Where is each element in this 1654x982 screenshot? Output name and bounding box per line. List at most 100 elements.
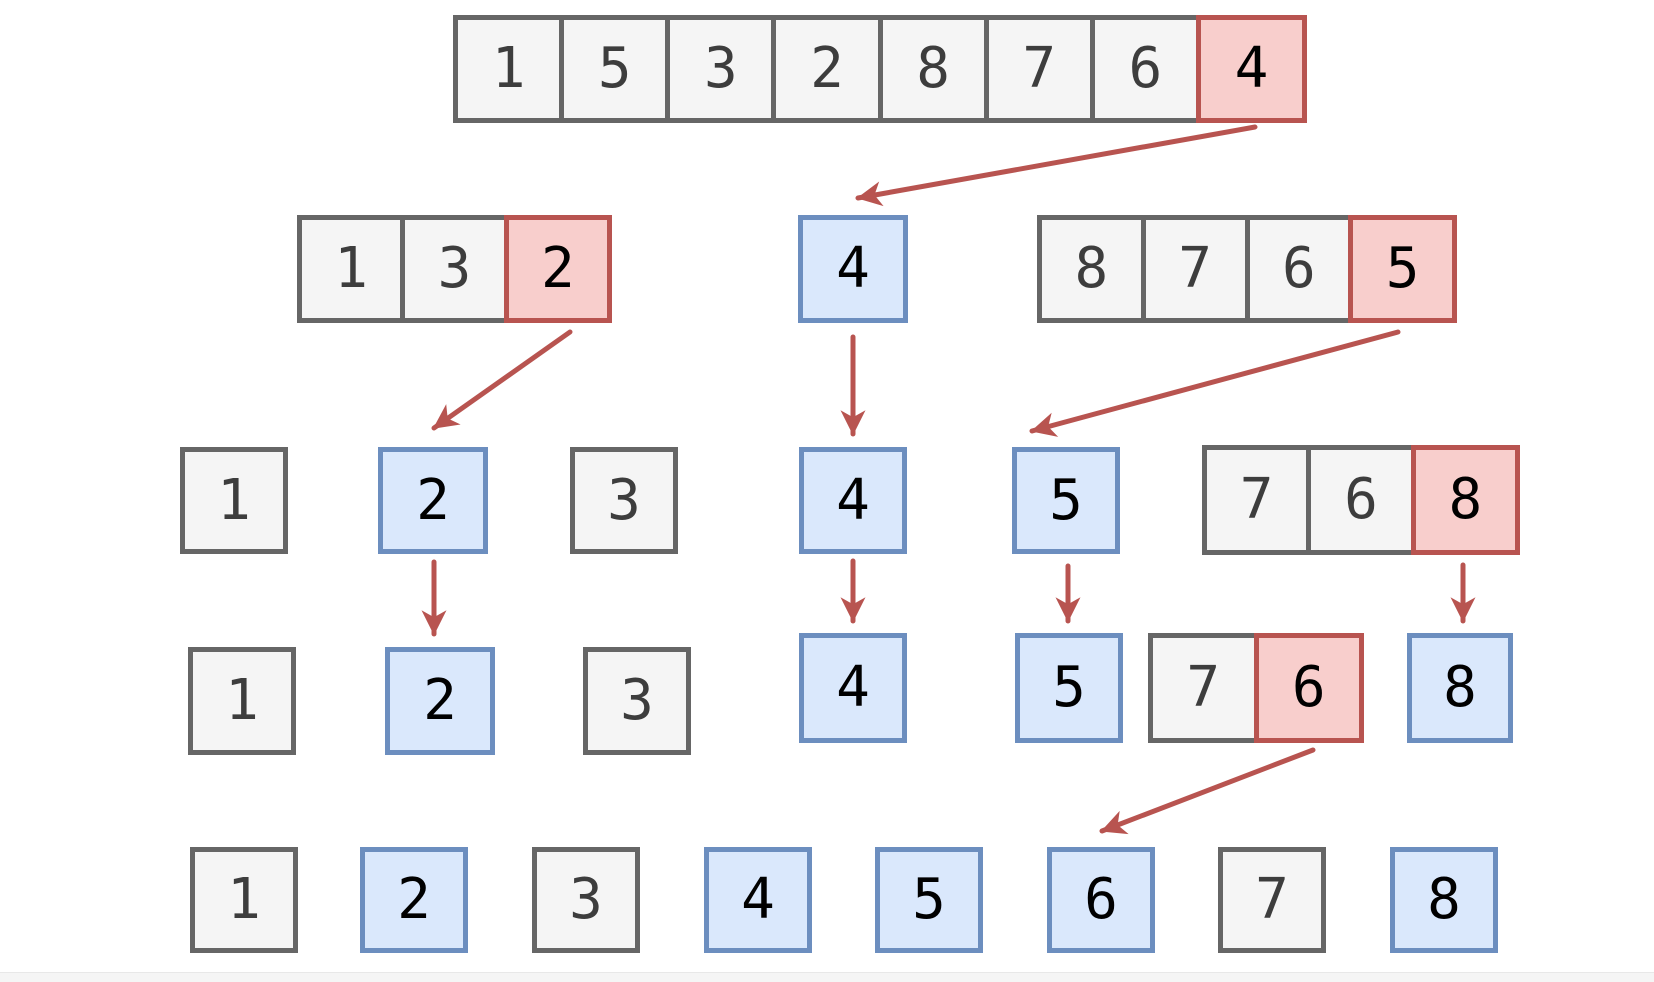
- cell-value: 7: [1022, 36, 1057, 101]
- cell-8: 8: [877, 15, 989, 123]
- cell-value: 8: [1074, 236, 1109, 301]
- cell-value: 5: [597, 36, 632, 101]
- cell-value: 4: [836, 655, 870, 720]
- row5-box-4: 4: [704, 847, 812, 953]
- cell-6: 6: [1244, 215, 1354, 323]
- cell-value: 6: [1291, 655, 1326, 720]
- cell-value: 6: [1282, 236, 1316, 301]
- row4-box-1: 1: [188, 647, 296, 755]
- cell-5-sorted: 5: [875, 847, 983, 953]
- arrow-row2-2-to-row3-2: [431, 329, 573, 431]
- row5-box-8: 8: [1390, 847, 1498, 953]
- row4-box-4: 4: [799, 633, 907, 743]
- cell-8-pivot: 8: [1410, 445, 1520, 555]
- cell-4-pivot: 4: [1195, 15, 1307, 123]
- row5-box-6: 6: [1047, 847, 1155, 953]
- cell-5-pivot: 5: [1348, 215, 1457, 323]
- cell-value: 5: [1052, 655, 1086, 720]
- cell-value: 2: [810, 36, 844, 101]
- cell-value: 8: [916, 36, 950, 101]
- row2-left-array: 1 3 2: [297, 215, 612, 323]
- cell-value: 3: [703, 36, 738, 101]
- cell-value: 1: [217, 467, 251, 533]
- cell-value: 4: [741, 867, 775, 932]
- cell-7: 7: [1148, 633, 1259, 743]
- cell-5: 5: [559, 15, 671, 123]
- cell-1: 1: [180, 447, 288, 554]
- cell-7: 7: [1218, 847, 1326, 953]
- cell-8-sorted: 8: [1407, 633, 1513, 743]
- cell-value: 1: [225, 668, 259, 733]
- cell-value: 3: [607, 467, 641, 533]
- cell-4-sorted: 4: [799, 633, 907, 743]
- row4-pair-array: 7 6: [1148, 633, 1364, 743]
- cell-3: 3: [532, 847, 640, 953]
- bottom-edge-bar: [0, 972, 1654, 982]
- arrow-row4-6-to-row5-6: [1099, 747, 1316, 835]
- arrow-row2-5-to-row3-5: [1029, 329, 1401, 437]
- row5-box-7: 7: [1218, 847, 1326, 953]
- cell-7: 7: [983, 15, 1095, 123]
- row5-box-2: 2: [360, 847, 468, 953]
- row4-box-3: 3: [583, 647, 691, 755]
- cell-2-sorted: 2: [385, 647, 495, 755]
- cell-value: 1: [334, 236, 369, 301]
- row4-box-5: 5: [1015, 633, 1123, 743]
- row3-box-3: 3: [570, 447, 678, 554]
- cell-value: 3: [620, 668, 654, 733]
- row1-array: 1 5 3 2 8 7 6 4: [453, 15, 1307, 123]
- cell-2-sorted: 2: [378, 447, 488, 554]
- cell-value: 4: [836, 236, 870, 301]
- cell-8: 8: [1037, 215, 1146, 323]
- cell-value: 2: [416, 467, 450, 533]
- row3-box-4: 4: [799, 447, 907, 554]
- cell-1: 1: [190, 847, 298, 953]
- cell-3: 3: [570, 447, 678, 554]
- cell-4-sorted: 4: [798, 215, 908, 323]
- cell-value: 4: [1234, 36, 1269, 101]
- cell-value: 4: [836, 467, 870, 533]
- cell-value: 5: [912, 867, 946, 932]
- cell-value: 6: [1128, 36, 1163, 101]
- row3-right-array: 7 6 8: [1202, 445, 1520, 555]
- cell-value: 3: [569, 867, 603, 932]
- cell-3: 3: [665, 15, 777, 123]
- cell-1: 1: [297, 215, 406, 323]
- cell-value: 2: [540, 236, 575, 301]
- cell-value: 6: [1084, 867, 1118, 932]
- cell-value: 7: [1239, 467, 1274, 532]
- cell-value: 1: [491, 36, 526, 101]
- row5-box-5: 5: [875, 847, 983, 953]
- cell-value: 6: [1344, 467, 1378, 532]
- cell-2-pivot: 2: [503, 215, 612, 323]
- cell-value: 5: [1385, 236, 1420, 301]
- cell-3: 3: [400, 215, 509, 323]
- cell-5-sorted: 5: [1015, 633, 1123, 743]
- cell-6-pivot: 6: [1253, 633, 1364, 743]
- cell-value: 3: [437, 236, 472, 301]
- cell-3: 3: [583, 647, 691, 755]
- cell-1: 1: [453, 15, 565, 123]
- cell-7: 7: [1140, 215, 1250, 323]
- cell-value: 7: [1186, 655, 1221, 720]
- cell-value: 8: [1443, 655, 1477, 720]
- cell-value: 8: [1448, 467, 1483, 532]
- cell-2: 2: [771, 15, 883, 123]
- cell-6-sorted: 6: [1047, 847, 1155, 953]
- arrow-row1-4-to-row2-4: [855, 124, 1258, 207]
- cell-value: 7: [1178, 236, 1212, 301]
- cell-value: 8: [1427, 867, 1461, 932]
- cell-4-sorted: 4: [704, 847, 812, 953]
- cell-6: 6: [1306, 445, 1416, 555]
- row5-box-3: 3: [532, 847, 640, 953]
- cell-value: 5: [1049, 467, 1083, 533]
- row4-box-8: 8: [1407, 633, 1513, 743]
- cell-5-sorted: 5: [1012, 447, 1120, 554]
- row5-box-1: 1: [190, 847, 298, 953]
- cell-7: 7: [1202, 445, 1312, 555]
- cell-value: 2: [397, 867, 431, 932]
- row2-sorted-4: 4: [798, 215, 908, 323]
- row4-box-2: 2: [385, 647, 495, 755]
- cell-6: 6: [1089, 15, 1201, 123]
